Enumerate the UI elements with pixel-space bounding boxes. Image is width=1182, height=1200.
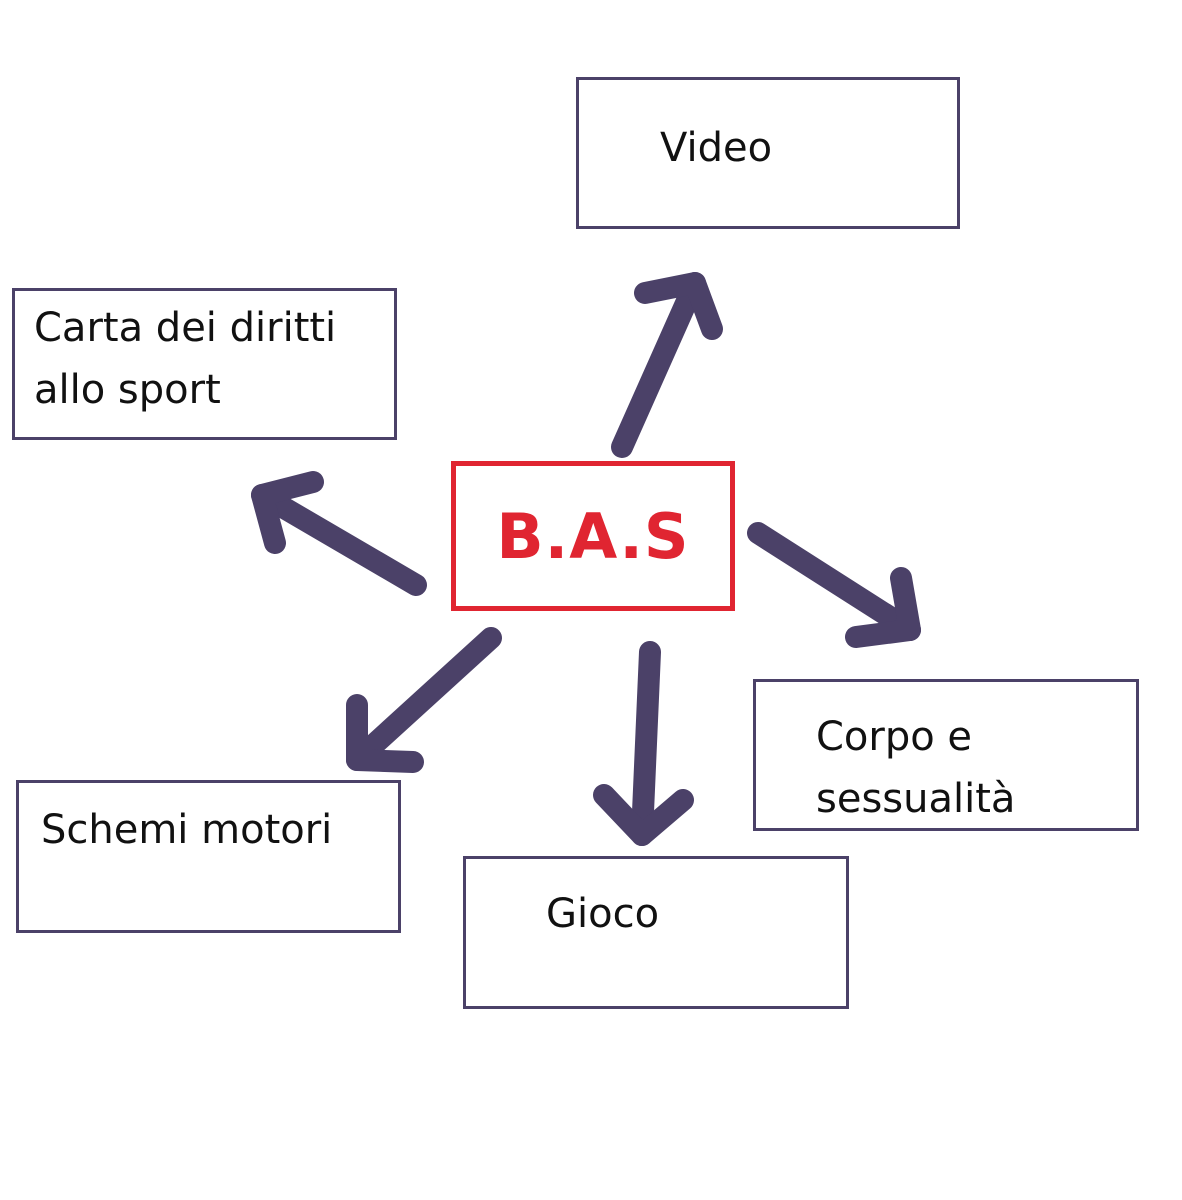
node-schemi-motori: Schemi motori bbox=[16, 780, 401, 933]
arrow-to-schemi bbox=[346, 627, 502, 773]
arrow-to-carta bbox=[251, 471, 427, 596]
arrow-to-gioco bbox=[593, 641, 694, 846]
node-carta-dei-diritti: Carta dei diritti allo sport bbox=[12, 288, 397, 440]
node-carta-line-1: Carta dei diritti bbox=[34, 305, 337, 351]
arrow-to-corpo bbox=[747, 522, 921, 648]
arrow-to-video bbox=[611, 272, 723, 458]
node-corpo-line-1: Corpo e bbox=[816, 714, 973, 760]
node-carta-line-2: allo sport bbox=[34, 367, 221, 413]
center-node-label: B.A.S bbox=[496, 499, 690, 573]
node-gioco: Gioco bbox=[463, 856, 849, 1009]
node-video: Video bbox=[576, 77, 960, 229]
node-gioco-label: Gioco bbox=[546, 891, 660, 937]
center-node-bas: B.A.S bbox=[451, 461, 735, 611]
node-video-label: Video bbox=[660, 125, 773, 171]
node-schemi-label: Schemi motori bbox=[41, 807, 333, 853]
node-corpo-e-sessualita: Corpo e sessualità bbox=[753, 679, 1139, 831]
node-corpo-line-2: sessualità bbox=[816, 776, 1016, 822]
